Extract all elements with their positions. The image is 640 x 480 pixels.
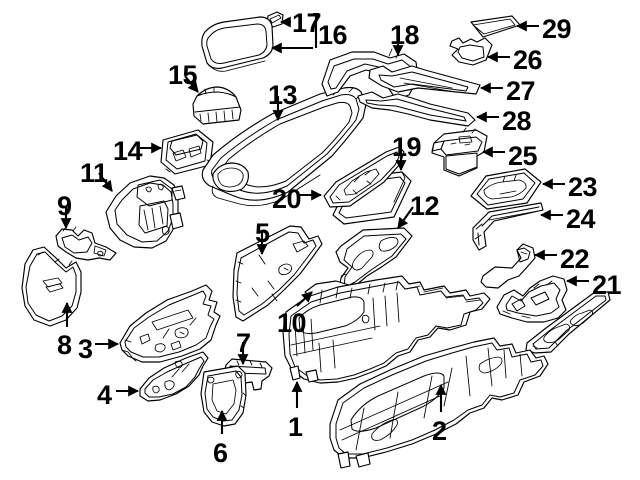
part-16-armrest-lid-assembly xyxy=(201,16,274,72)
part-4-lower-side-trim xyxy=(139,351,209,402)
callout-label-6: 6 xyxy=(213,438,228,468)
callout-label-10: 10 xyxy=(277,308,307,338)
part-27-side-molding-strip xyxy=(368,65,481,95)
part-15-rear-console-cap xyxy=(192,86,242,125)
callout-label-13: 13 xyxy=(268,80,298,110)
callout-label-5: 5 xyxy=(255,218,270,248)
callout-label-4: 4 xyxy=(97,380,112,410)
part-28-carpet-insert-front xyxy=(357,91,476,127)
leader-bracket-16 xyxy=(272,12,319,50)
callout-label-25: 25 xyxy=(508,141,538,171)
callout-label-28: 28 xyxy=(502,106,532,136)
part-25-cup-holder-housing xyxy=(431,127,488,177)
leader-line-10 xyxy=(296,291,313,307)
callout-label-29: 29 xyxy=(542,14,572,44)
part-5-console-side-panel xyxy=(232,225,323,322)
callout-label-22: 22 xyxy=(560,244,590,274)
part-11-mounting-bracket-assembly xyxy=(105,175,186,249)
callout-label-23: 23 xyxy=(568,172,598,202)
part-8-front-corner-trim xyxy=(21,246,82,327)
callout-label-18: 18 xyxy=(390,20,420,50)
callout-label-17: 17 xyxy=(292,8,322,38)
callout-label-14: 14 xyxy=(113,136,143,166)
part-23-storage-tray-lid xyxy=(470,168,542,210)
callout-leaders xyxy=(60,12,589,434)
part-13-console-upper-cover xyxy=(201,86,367,207)
callout-label-21: 21 xyxy=(592,270,622,300)
callout-label-8: 8 xyxy=(57,330,72,360)
part-24-tray-edge-molding xyxy=(472,202,544,251)
part-22-duct-seal xyxy=(480,243,536,289)
callout-label-16: 16 xyxy=(318,20,348,50)
leader-line-15 xyxy=(184,75,199,93)
callout-label-11: 11 xyxy=(80,158,108,188)
callout-label-7: 7 xyxy=(236,328,251,358)
part-21-rear-duct-housing xyxy=(496,275,568,323)
part-2-console-lower-tray xyxy=(329,337,549,469)
callout-label-26: 26 xyxy=(513,45,543,75)
callout-label-19: 19 xyxy=(392,132,422,162)
callout-label-20: 20 xyxy=(272,184,302,214)
callout-label-3: 3 xyxy=(78,334,93,364)
callout-label-27: 27 xyxy=(506,76,536,106)
part-1-console-base-frame xyxy=(282,275,491,384)
callout-label-1: 1 xyxy=(288,412,303,442)
part-6-bracket-plate xyxy=(200,365,247,427)
callout-label-12: 12 xyxy=(410,191,440,221)
callout-label-15: 15 xyxy=(168,60,198,90)
callout-label-24: 24 xyxy=(566,204,596,234)
part-29-trim-panel-flat xyxy=(470,15,521,38)
leader-line-11 xyxy=(98,172,113,192)
part-26-carpet-insert-rear xyxy=(449,37,493,66)
callout-label-9: 9 xyxy=(57,191,72,221)
leader-line-12 xyxy=(397,206,414,229)
part-3-side-trim-panel-left xyxy=(119,284,221,363)
callout-label-2: 2 xyxy=(432,416,447,446)
part-9-small-bracket xyxy=(55,226,117,261)
